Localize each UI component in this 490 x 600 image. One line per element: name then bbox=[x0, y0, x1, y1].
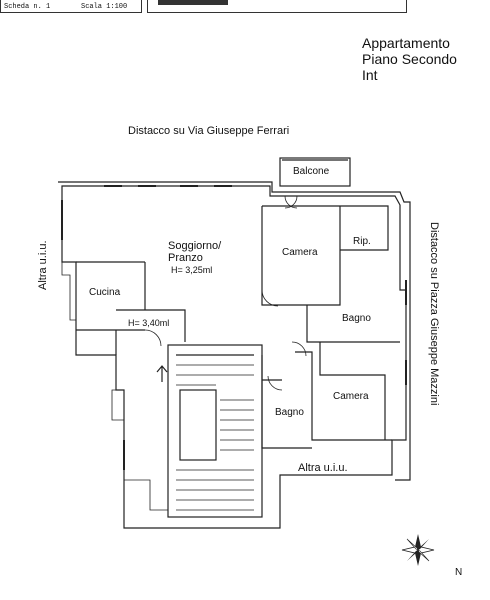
sheet-header-cell bbox=[147, 0, 407, 13]
wall-bagno bbox=[306, 305, 400, 343]
title-line-3: Int bbox=[362, 67, 378, 83]
room-camera-2: Camera bbox=[333, 391, 369, 402]
compass-rose bbox=[401, 534, 435, 566]
redacted-field bbox=[158, 0, 228, 5]
door-swing bbox=[261, 289, 279, 307]
room-soggiorno-height: H= 3,25ml bbox=[171, 265, 213, 275]
room-balcone: Balcone bbox=[293, 166, 330, 177]
room-cucina-height: H= 3,40ml bbox=[128, 318, 170, 328]
sheet-number: Scheda n. 1 bbox=[4, 3, 51, 11]
sheet-info-box: Scheda n. 1 Scala 1:100 bbox=[0, 0, 142, 13]
wall-bagno-center bbox=[261, 355, 312, 449]
sheet-header: Scheda n. 1 Scala 1:100 bbox=[0, 0, 490, 16]
room-cucina: Cucina bbox=[89, 287, 121, 298]
surroundings-bottom: Altra u.i.u. bbox=[298, 462, 348, 474]
room-ripostiglio: Rip. bbox=[353, 236, 371, 247]
exterior-wall-outer bbox=[58, 181, 411, 481]
surroundings-right: Distacco su Piazza Giuseppe Mazzini bbox=[428, 222, 440, 406]
room-bagno-2: Bagno bbox=[275, 407, 304, 418]
stair-core bbox=[167, 344, 263, 518]
surroundings-top: Distacco su Via Giuseppe Ferrari bbox=[128, 125, 290, 137]
room-bagno-1: Bagno bbox=[342, 313, 371, 324]
surroundings-left: Altra u.i.u. bbox=[37, 240, 49, 290]
sheet-scale: Scala 1:100 bbox=[81, 3, 128, 11]
exterior-wall bbox=[61, 185, 407, 529]
room-camera-1: Camera bbox=[282, 247, 318, 258]
title-line-1: Appartamento bbox=[362, 35, 450, 51]
plan-title: Appartamento Piano Secondo Int bbox=[362, 35, 457, 83]
entrance-arrow bbox=[156, 365, 168, 382]
room-soggiorno-line2: Pranzo bbox=[168, 252, 203, 264]
wall-camera bbox=[261, 206, 307, 306]
room-soggiorno-line1: Soggiorno/ bbox=[168, 240, 222, 252]
wall-camera-lower bbox=[319, 342, 386, 440]
balcony-outline bbox=[279, 157, 351, 187]
compass-north-label: N bbox=[455, 567, 463, 578]
title-line-2: Piano Secondo bbox=[362, 51, 457, 67]
